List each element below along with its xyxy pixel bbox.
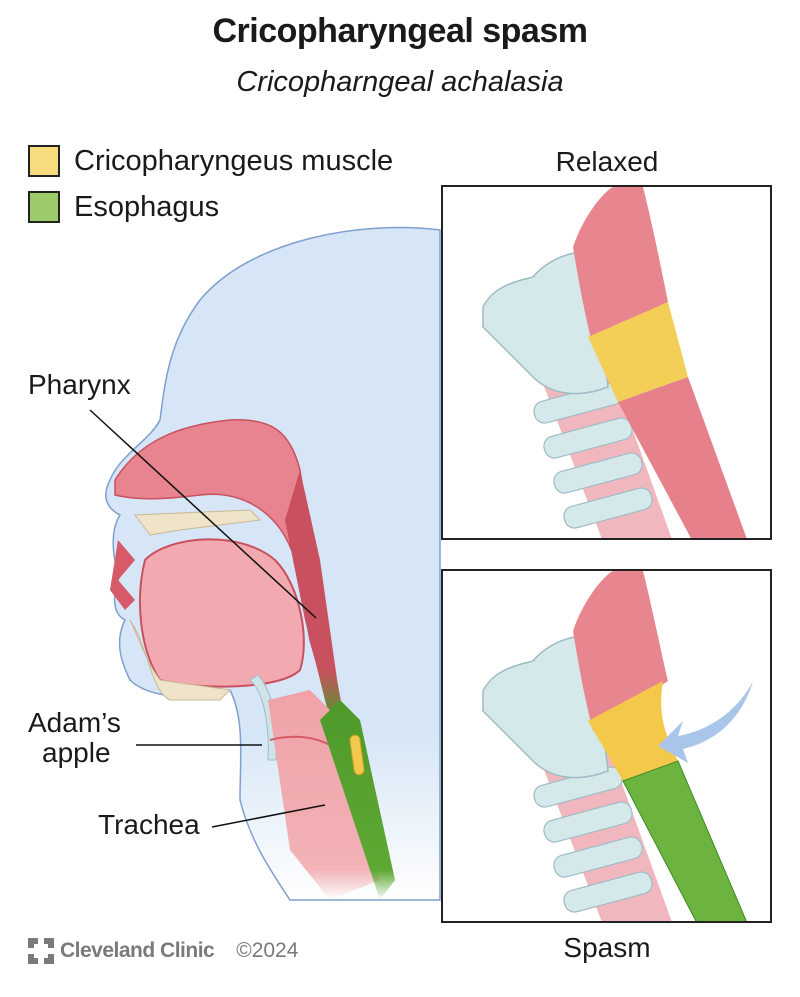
label-adams-apple-line1: Adam’s	[28, 707, 121, 738]
page-title: Cricopharyngeal spasm	[212, 12, 588, 50]
constriction-arrow-icon	[658, 681, 753, 763]
relaxed-illustration	[482, 187, 747, 538]
footer: Cleveland Clinic ©2024	[28, 938, 298, 964]
label-pharynx: Pharynx	[28, 369, 131, 400]
panel-spasm	[441, 569, 772, 923]
footer-copyright: ©2024	[236, 939, 299, 962]
spasm-illustration	[482, 571, 753, 921]
cleveland-clinic-logo-icon	[28, 938, 54, 964]
legend-label: Esophagus	[74, 190, 220, 223]
legend-swatch-yellow	[28, 145, 60, 177]
label-adams-apple-line2: apple	[42, 737, 111, 768]
legend-label: Cricopharyngeus muscle	[74, 144, 394, 177]
legend: Cricopharyngeus muscle Esophagus	[28, 138, 393, 230]
legend-item-esophagus: Esophagus	[28, 184, 393, 230]
panel-title-relaxed: Relaxed	[555, 146, 659, 177]
legend-item-cricopharyngeus: Cricopharyngeus muscle	[28, 138, 393, 184]
page-subtitle: Cricopharngeal achalasia	[236, 66, 564, 98]
panel-title-spasm: Spasm	[563, 932, 651, 963]
legend-swatch-green	[28, 191, 60, 223]
panel-relaxed	[441, 185, 772, 540]
footer-brand: Cleveland Clinic	[60, 939, 215, 962]
label-trachea: Trachea	[98, 809, 200, 840]
